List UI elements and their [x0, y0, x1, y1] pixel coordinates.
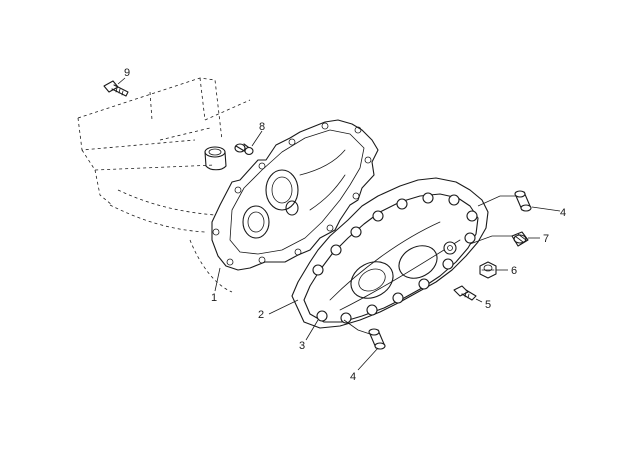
- pin-8: [234, 143, 254, 156]
- callout-3: 3: [299, 340, 305, 352]
- leader-8: [251, 130, 263, 147]
- nut-6: [479, 261, 497, 279]
- callout-9: 9: [124, 67, 130, 79]
- plug-7: [511, 231, 529, 247]
- callout-6: 6: [511, 265, 517, 277]
- leader-5: [475, 298, 483, 303]
- dowel-sleeve: [204, 146, 227, 171]
- leader-4-lower-b: [357, 347, 379, 371]
- leader-4-lower-a: [343, 319, 371, 335]
- leader-3: [305, 319, 319, 341]
- sleeve-4-upper: [514, 190, 532, 212]
- callout-4-lower: 4: [350, 371, 356, 383]
- callout-1: 1: [211, 292, 217, 304]
- screw-5: [453, 285, 477, 301]
- leader-4-upper-a: [477, 195, 516, 207]
- engine-block-outline: [77, 77, 251, 293]
- sleeve-4-lower: [368, 328, 386, 350]
- callout-4-upper: 4: [560, 207, 566, 219]
- leader-7-a: [469, 235, 512, 245]
- callout-8: 8: [259, 121, 265, 133]
- leader-9: [117, 77, 126, 85]
- housing-1: [211, 119, 379, 271]
- leader-2: [268, 299, 299, 315]
- callout-2: 2: [258, 309, 264, 321]
- callout-7: 7: [543, 233, 549, 245]
- cover-3: [291, 177, 489, 329]
- leader-4-upper-b: [531, 206, 561, 212]
- callout-5: 5: [485, 299, 491, 311]
- leader-1: [214, 267, 221, 292]
- bolt-9: [103, 80, 129, 97]
